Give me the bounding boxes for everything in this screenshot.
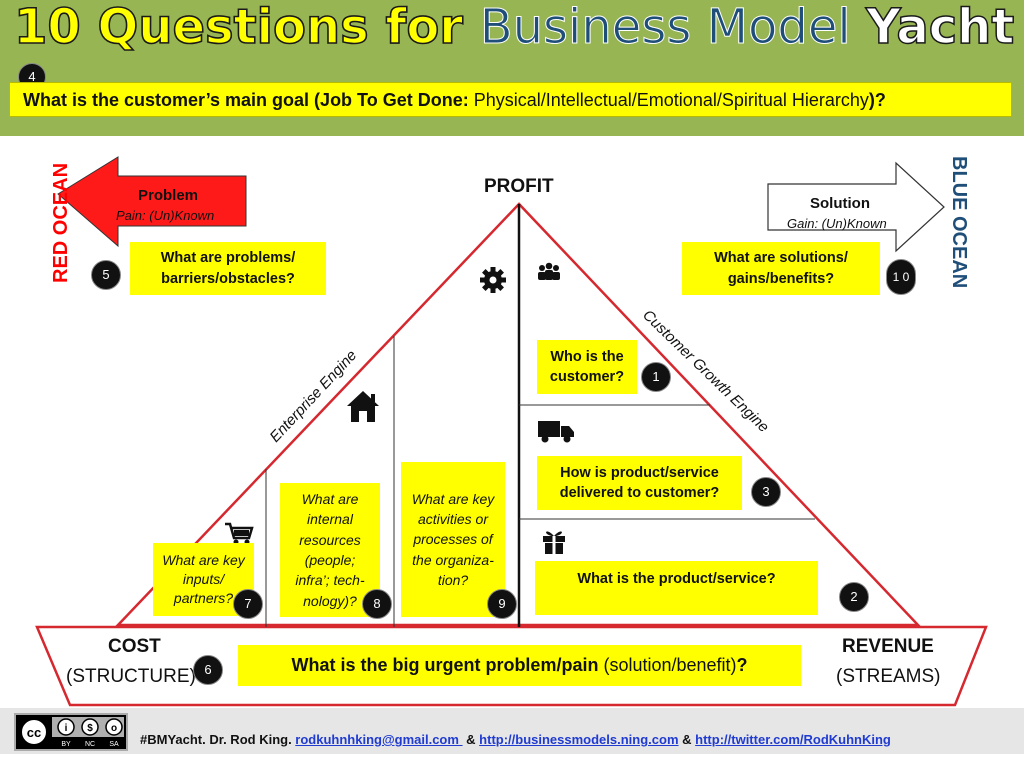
question-8-box: What are internal resources (people; inf… <box>280 483 380 617</box>
cc-by: BY <box>61 741 71 748</box>
title-part-1: 10 Questions for <box>13 0 480 56</box>
question-1-box: Who is the customer? <box>537 340 637 394</box>
svg-text:o: o <box>111 723 117 734</box>
problem-arrow-subtitle: Pain: (Un)Known <box>116 208 215 223</box>
question-4-lead: What is the customer’s main goal (Job To… <box>23 90 474 110</box>
footer-twitter-link[interactable]: http://twitter.com/RodKuhnKing <box>695 732 891 747</box>
problem-arrow <box>57 156 247 248</box>
question-4-box: What is the customer’s main goal (Job To… <box>9 82 1012 117</box>
people-icon <box>538 262 560 280</box>
svg-text:$: $ <box>87 723 93 734</box>
footer-ning-link[interactable]: http://businessmodels.ning.com <box>479 732 679 747</box>
cc-sa: SA <box>109 741 119 748</box>
badge-6: 6 <box>193 655 223 685</box>
footer-amp-1: & <box>462 732 480 747</box>
footer-credits: #BMYacht. Dr. Rod King. rodkuhnhking@gma… <box>140 732 891 747</box>
svg-text:cc: cc <box>27 725 41 740</box>
question-4-tail: )? <box>868 90 886 110</box>
question-10-box: What are solutions/ gains/benefits? <box>682 242 880 295</box>
badge-7: 7 <box>233 589 263 619</box>
solution-arrow-subtitle: Gain: (Un)Known <box>787 216 887 231</box>
badge-3: 3 <box>751 477 781 507</box>
cc-nc: NC <box>85 741 95 748</box>
question-6-lead: What is the big urgent problem/pain <box>291 654 604 675</box>
solution-arrow <box>767 161 945 253</box>
revenue-label: REVENUE <box>842 636 934 657</box>
footer-amp-2: & <box>678 732 696 747</box>
footer-lead: #BMYacht. Dr. Rod King. <box>140 732 296 747</box>
question-6-tail: ? <box>736 654 748 675</box>
question-6-paren: (solution/benefit) <box>603 654 737 675</box>
question-5-box: What are problems/ barriers/obstacles? <box>130 242 326 295</box>
question-4-hierarchy: Physical/Intellectual/Emotional/Spiritua… <box>473 90 869 110</box>
badge-5: 5 <box>91 260 121 290</box>
blue-ocean-label: BLUE OCEAN <box>948 156 970 288</box>
title-part-3: Yacht <box>865 0 1015 56</box>
badge-1: 1 <box>641 362 671 392</box>
gift-icon <box>543 531 565 554</box>
footer-bar <box>0 708 1024 754</box>
house-icon <box>347 391 379 422</box>
cost-structure-label: (STRUCTURE) <box>66 666 196 687</box>
badge-2: 2 <box>839 582 869 612</box>
cost-label: COST <box>108 636 161 657</box>
creative-commons-icon: cc i $ o BY NC SA <box>14 713 128 751</box>
question-3-box: How is product/service delivered to cust… <box>537 456 742 510</box>
badge-9: 9 <box>487 589 517 619</box>
truck-icon <box>538 421 574 443</box>
title-part-2: Business Model <box>479 0 866 56</box>
red-ocean-label: RED OCEAN <box>50 163 72 283</box>
revenue-streams-label: (STREAMS) <box>836 666 941 687</box>
problem-arrow-title: Problem <box>138 187 199 204</box>
question-9-box: What are key activities or processes of … <box>401 462 505 617</box>
solution-arrow-title: Solution <box>810 195 870 212</box>
badge-10: 1 0 <box>886 259 916 295</box>
gear-icon <box>480 267 506 293</box>
svg-text:i: i <box>65 723 68 734</box>
question-2-box: What is the product/service? <box>535 561 818 615</box>
footer-email-link[interactable]: rodkuhnhking@gmail.com <box>295 732 463 747</box>
profit-label: PROFIT <box>484 176 554 197</box>
question-6-box: What is the big urgent problem/pain (sol… <box>238 645 801 686</box>
badge-8: 8 <box>362 589 392 619</box>
page-title: 10 Questions for Business Model Yacht <box>13 0 1015 56</box>
